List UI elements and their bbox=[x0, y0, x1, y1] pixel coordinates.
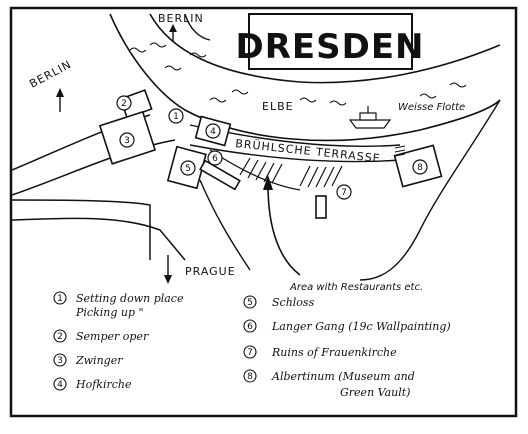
svg-text:Zwinger: Zwinger bbox=[75, 354, 123, 367]
area-pointer-arrowhead-icon bbox=[263, 175, 273, 190]
road-central-edge bbox=[199, 179, 251, 271]
legend-right: 5 Schloss 6 Langer Gang (19c Wallpaintin… bbox=[243, 295, 451, 399]
svg-text:Semper oper: Semper oper bbox=[76, 330, 149, 343]
river-bank-north bbox=[149, 13, 501, 84]
legend-item-4: 4 Hofkirche bbox=[53, 377, 132, 391]
arrow-south-icon bbox=[164, 275, 172, 284]
legend-item-8: 8 Albertinum (Museum and Green Vault) bbox=[243, 369, 415, 399]
svg-text:8: 8 bbox=[247, 372, 253, 382]
map-title: DRESDEN bbox=[235, 27, 424, 67]
svg-text:Ruins of Frauenkirche: Ruins of Frauenkirche bbox=[271, 346, 397, 359]
legend-item-2: 2 Semper oper bbox=[53, 329, 149, 343]
boat-icon bbox=[348, 106, 392, 129]
svg-text:1: 1 bbox=[173, 112, 179, 122]
building-langer-gang bbox=[199, 159, 241, 191]
legend-item-6: 6 Langer Gang (19c Wallpainting) bbox=[243, 319, 451, 333]
road-prague-edge-b bbox=[11, 217, 186, 261]
boat-label: Weisse Flotte bbox=[398, 102, 465, 113]
legend-item-3: 3 Zwinger bbox=[53, 353, 123, 367]
svg-text:Green Vault): Green Vault) bbox=[340, 386, 410, 399]
marker-4: 4 bbox=[205, 123, 221, 139]
svg-text:3: 3 bbox=[57, 356, 63, 366]
svg-text:Albertinum (Museum and: Albertinum (Museum and bbox=[271, 370, 415, 383]
svg-text:6: 6 bbox=[212, 154, 218, 164]
svg-text:4: 4 bbox=[57, 380, 63, 390]
svg-text:1: 1 bbox=[57, 294, 63, 304]
svg-text:Picking up ": Picking up " bbox=[75, 306, 144, 319]
svg-text:4: 4 bbox=[210, 127, 216, 137]
svg-text:Hofkirche: Hofkirche bbox=[75, 378, 132, 391]
svg-text:2: 2 bbox=[121, 99, 127, 109]
marker-7: 7 bbox=[336, 184, 352, 200]
svg-text:Setting down place: Setting down place bbox=[76, 292, 184, 305]
river-label: ELBE bbox=[262, 100, 294, 113]
river-waves bbox=[129, 42, 467, 106]
marker-6: 6 bbox=[207, 150, 223, 166]
svg-text:7: 7 bbox=[341, 188, 347, 198]
map-border bbox=[9, 6, 518, 418]
legend-item-5: 5 Schloss bbox=[243, 295, 315, 309]
road-berlin-west-edge-b bbox=[11, 139, 176, 196]
svg-text:6: 6 bbox=[247, 322, 253, 332]
svg-text:2: 2 bbox=[57, 332, 63, 342]
svg-text:8: 8 bbox=[417, 163, 423, 173]
svg-text:5: 5 bbox=[185, 164, 191, 174]
road-east-edge bbox=[359, 99, 501, 281]
title-box bbox=[248, 13, 413, 70]
marker-8: 8 bbox=[412, 159, 428, 175]
marker-1: 1 bbox=[168, 108, 184, 124]
legend-left: 1 Setting down place Picking up " 2 Semp… bbox=[53, 291, 184, 391]
steps-marks bbox=[394, 145, 406, 157]
arrow-north-icon bbox=[169, 24, 177, 32]
arrow-northwest-icon bbox=[56, 88, 64, 97]
road-prague-edge-a bbox=[11, 199, 151, 260]
building-frauenkirche bbox=[315, 195, 327, 219]
terrace-edge-lower bbox=[189, 144, 401, 163]
legend-item-7: 7 Ruins of Frauenkirche bbox=[243, 345, 397, 359]
svg-text:7: 7 bbox=[247, 348, 253, 358]
svg-text:5: 5 bbox=[247, 298, 253, 308]
road-south-label: PRAGUE bbox=[185, 265, 236, 278]
road-edge-north bbox=[184, 13, 211, 41]
svg-text:3: 3 bbox=[124, 136, 130, 146]
area-note: Area with Restaurants etc. bbox=[289, 282, 423, 293]
road-north-label: BERLIN bbox=[158, 12, 204, 25]
svg-text:Schloss: Schloss bbox=[272, 296, 315, 309]
restaurant-area-hatching bbox=[239, 157, 343, 188]
area-pointer-line bbox=[267, 184, 301, 276]
svg-text:Langer Gang (19c Wallpainting): Langer Gang (19c Wallpainting) bbox=[271, 320, 451, 333]
marker-2: 2 bbox=[116, 95, 132, 111]
marker-5: 5 bbox=[180, 160, 196, 176]
marker-3: 3 bbox=[119, 132, 135, 148]
river-bank-south bbox=[109, 13, 501, 142]
legend-item-1: 1 Setting down place Picking up " bbox=[53, 291, 184, 319]
